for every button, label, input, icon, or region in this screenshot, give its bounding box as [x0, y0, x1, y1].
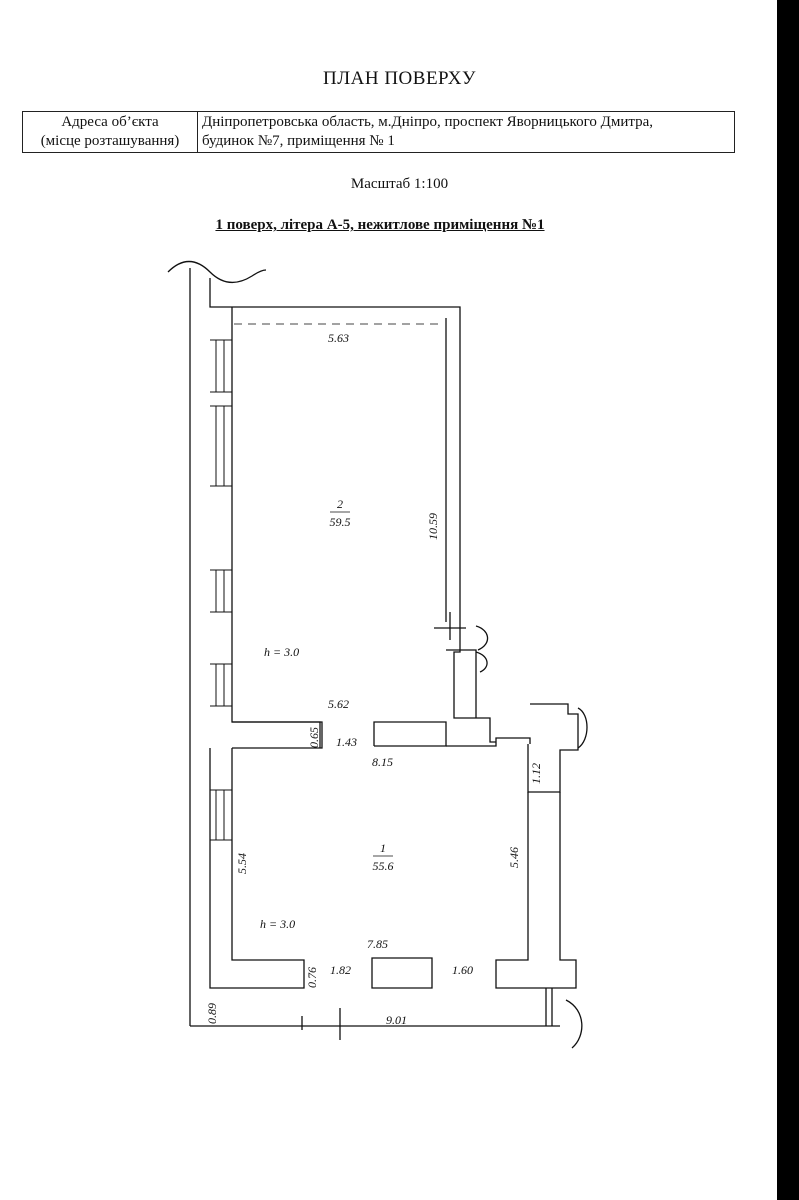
- scan-edge: [777, 0, 799, 1200]
- window-2: [210, 405, 232, 487]
- dim-ticks: [301, 1008, 341, 1040]
- dim-wall-076: 0.76: [305, 967, 319, 988]
- right-arc: [577, 707, 588, 749]
- room1-left: [209, 748, 305, 989]
- window-1: [210, 339, 232, 393]
- door-jamb: [434, 612, 477, 718]
- bottom-right-posts: [545, 988, 553, 1026]
- window-3: [210, 569, 232, 613]
- column: [371, 957, 433, 989]
- dim-wall-143: 1.43: [336, 735, 357, 749]
- address-table: Адреса об’єкта (місце розташування) Дніп…: [22, 111, 735, 153]
- window-4: [210, 663, 232, 707]
- room2-outline: [209, 278, 496, 743]
- room2-number: 2: [337, 497, 343, 511]
- partition: [232, 721, 323, 749]
- window-5: [210, 789, 232, 841]
- dim-seg-182: 1.82: [330, 963, 351, 977]
- dim-top-width: 5.63: [328, 331, 349, 345]
- scale-label: Масштаб 1:100: [350, 176, 449, 192]
- dim-wall-089: 0.89: [205, 1003, 219, 1024]
- dim-room2-bottom: 5.62: [328, 697, 349, 711]
- dim-seg-160: 1.60: [452, 963, 473, 977]
- address-value-line1: Дніпропетровська область, м.Дніпро, прос…: [202, 114, 653, 130]
- dim-bottom-inner: 7.85: [367, 937, 388, 951]
- windows: [210, 339, 232, 841]
- address-value-line2: будинок №7, приміщення № 1: [202, 133, 395, 149]
- room2-inner: [231, 307, 321, 748]
- address-value-cell: Дніпропетровська область, м.Дніпро, прос…: [197, 111, 735, 153]
- room2-area: 59.5: [330, 515, 351, 529]
- corridor: [446, 737, 531, 747]
- room1-area: 55.6: [373, 859, 394, 873]
- dim-room1-right: 5.46: [507, 847, 521, 868]
- room2-height: h = 3.0: [264, 645, 299, 659]
- dim-right-height: 10.59: [426, 513, 440, 540]
- address-label-line2: (місце розташування): [40, 133, 180, 149]
- dim-room1-width: 8.15: [372, 755, 393, 769]
- room1-right-wall: [495, 792, 577, 989]
- dim-wall-112: 1.12: [529, 763, 543, 784]
- page-title: ПЛАН ПОВЕРХУ: [323, 68, 476, 89]
- dim-bottom-outer: 9.01: [386, 1013, 407, 1027]
- door-arc-top: [475, 625, 489, 651]
- top-break-curve: [167, 260, 267, 283]
- stair-block: [527, 703, 579, 793]
- address-label-line1: Адреса об’єкта: [61, 114, 159, 130]
- wall-lines: [167, 260, 588, 1049]
- dim-wall-065: 0.65: [307, 727, 321, 748]
- dim-room1-left: 5.54: [235, 853, 249, 874]
- room1-height: h = 3.0: [260, 917, 295, 931]
- room1-number: 1: [380, 841, 386, 855]
- floor-title: 1 поверх, літера А-5, нежитлове приміщен…: [215, 217, 545, 233]
- address-label-cell: Адреса об’єкта (місце розташування): [22, 111, 198, 153]
- partition-right: [373, 721, 447, 747]
- door-arc-bottom: [475, 651, 488, 673]
- bottom-right-arc: [565, 999, 583, 1049]
